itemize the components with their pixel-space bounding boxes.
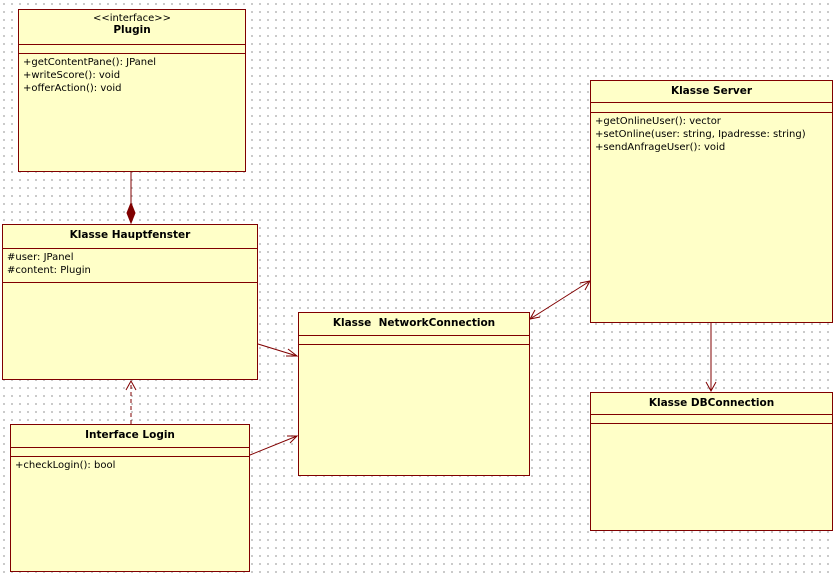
operation: +getContentPane(): JPanel [23,57,157,68]
association-line-login-network [249,435,298,456]
association-arrowhead [287,435,299,444]
class-name: Klasse DBConnection [648,397,775,409]
operation: +setOnline(user: string, Ipadresse: stri… [595,129,806,140]
class-network-connection[interactable]: Klasse NetworkConnection [298,312,530,476]
operation: +getOnlineUser(): vector [595,116,721,127]
class-header: Klasse Hauptfenster [3,225,257,249]
attribute: #user: JPanel [7,252,74,263]
class-db-connection[interactable]: Klasse DBConnection [590,392,833,531]
operation: +checkLogin(): bool [15,460,116,471]
class-header: Interface Login [11,425,249,448]
attributes-section [591,103,832,113]
class-name: Klasse Server [670,85,753,97]
association-arrowhead [705,381,717,393]
class-server[interactable]: Klasse Server +getOnlineUser(): vector +… [590,80,833,323]
association-arrowhead [529,309,541,320]
class-header: Klasse DBConnection [591,393,832,415]
attributes-section: #user: JPanel #content: Plugin [3,249,257,283]
class-name: Klasse NetworkConnection [332,317,496,329]
stereotype-label: <<interface>> [92,13,172,24]
class-hauptfenster[interactable]: Klasse Hauptfenster #user: JPanel #conte… [2,224,258,380]
attributes-section [11,448,249,457]
attributes-section [19,45,245,54]
class-header: Klasse NetworkConnection [299,313,529,336]
operations-section: +checkLogin(): bool [11,457,249,474]
operation: +sendAnfrageUser(): void [595,142,726,153]
class-header: Klasse Server [591,81,832,103]
class-name: Klasse Hauptfenster [69,229,191,241]
class-name: Interface Login [85,429,175,441]
class-login[interactable]: Interface Login +checkLogin(): bool [10,424,250,572]
operations-section: +getContentPane(): JPanel +writeScore():… [19,54,245,97]
operation: +writeScore(): void [23,70,121,81]
composition-diamond [126,201,136,225]
attributes-section [299,336,529,345]
dependency-arrowhead [125,379,137,391]
attribute: #content: Plugin [7,265,91,276]
class-header: <<interface>> Plugin [19,10,245,45]
operations-section: +getOnlineUser(): vector +setOnline(user… [591,113,832,156]
association-arrowhead [579,280,591,291]
operation: +offerAction(): void [23,83,122,94]
attributes-section [591,415,832,424]
association-arrowhead [286,348,299,357]
class-plugin[interactable]: <<interface>> Plugin +getContentPane(): … [18,9,246,172]
association-line-network-server [529,280,591,320]
class-name: Plugin [113,24,151,36]
association-line-hauptfenster-network [257,343,298,357]
